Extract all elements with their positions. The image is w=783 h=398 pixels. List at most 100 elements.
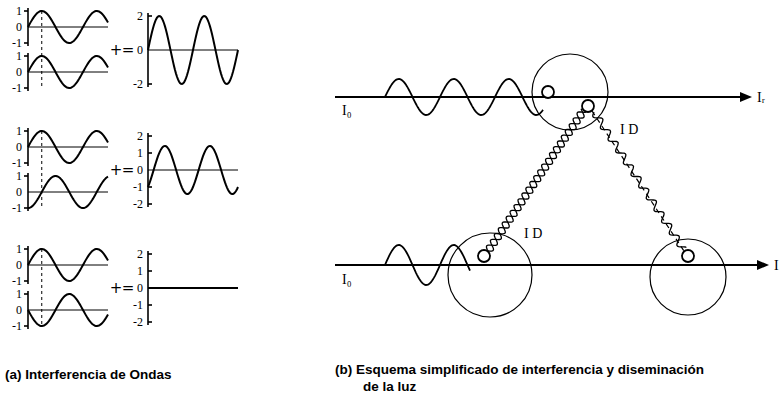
scatter-circle xyxy=(650,239,726,315)
zero-line xyxy=(28,265,108,266)
particle xyxy=(682,250,694,262)
tick-label: 1 xyxy=(137,264,143,279)
axis-tick xyxy=(148,304,152,306)
tick-label: 0 xyxy=(137,43,143,58)
scatter-circle xyxy=(532,54,608,130)
zero-line xyxy=(28,72,108,73)
tick-label: -1 xyxy=(12,36,22,51)
tick-label: 0 xyxy=(16,65,22,80)
tick-label: -1 xyxy=(12,319,22,334)
arrow-head xyxy=(757,260,769,270)
tick-label: 0 xyxy=(16,303,22,318)
tick-label: 0 xyxy=(137,281,143,296)
tick-label: 1 xyxy=(16,169,22,184)
tick-label: -2 xyxy=(133,315,143,330)
incident-wave xyxy=(385,79,543,115)
axis-tick xyxy=(24,87,28,89)
zero-line xyxy=(28,147,108,148)
axis-tick xyxy=(24,175,28,177)
axis-tick xyxy=(24,293,28,295)
scattered-wave xyxy=(593,112,687,248)
intensity-label: I₀ xyxy=(340,272,354,288)
axis-tick xyxy=(24,162,28,164)
zero-line xyxy=(28,310,108,311)
plus-sign: + xyxy=(110,279,123,297)
axis-tick xyxy=(24,325,28,327)
wave-plots xyxy=(24,8,238,329)
tick-label: -2 xyxy=(133,197,143,212)
tick-label: -1 xyxy=(12,201,22,216)
tick-label: 1 xyxy=(16,124,22,139)
tick-label: 1 xyxy=(16,287,22,302)
axis-tick xyxy=(148,253,152,255)
zero-line xyxy=(148,288,238,289)
particle xyxy=(542,86,554,98)
intensity-label: I xyxy=(772,258,781,274)
wave-curve xyxy=(28,131,108,163)
wave-curve xyxy=(28,249,108,281)
axis-tick xyxy=(24,55,28,57)
sum-wave xyxy=(148,146,238,194)
tick-label: 2 xyxy=(137,129,143,144)
plus-sign: + xyxy=(110,161,123,179)
beam-axis xyxy=(335,96,745,98)
axis-tick xyxy=(24,42,28,44)
tick-label: 0 xyxy=(16,258,22,273)
caption: (a) Interferencia de Ondas xyxy=(5,366,172,384)
incident-wave xyxy=(385,245,470,285)
scattering-sketch xyxy=(335,54,769,317)
intensity-label: I₀ xyxy=(340,103,354,119)
caption: (b) Esquema simplificado de interferenci… xyxy=(335,361,708,396)
tick-label: 1 xyxy=(137,146,143,161)
wave-curve xyxy=(28,294,108,326)
tick-label: -1 xyxy=(133,180,143,195)
tick-label: 2 xyxy=(137,247,143,262)
sum-wave xyxy=(148,16,238,84)
axis-tick xyxy=(24,248,28,250)
wave-curve xyxy=(28,56,108,88)
particle xyxy=(478,250,490,262)
tick-label: -1 xyxy=(133,298,143,313)
scattered-wave xyxy=(488,112,586,251)
beam-axis xyxy=(335,264,762,266)
equals-sign: = xyxy=(122,41,135,59)
zero-line xyxy=(28,27,108,28)
axis-tick xyxy=(148,270,152,272)
intensity-label: I D xyxy=(618,122,640,138)
phase-marker xyxy=(41,11,42,88)
tick-label: -1 xyxy=(12,156,22,171)
axis-tick xyxy=(148,135,152,137)
axis-tick xyxy=(148,321,152,323)
tick-label: 1 xyxy=(16,242,22,257)
equals-sign: = xyxy=(122,279,135,297)
axis-tick xyxy=(24,280,28,282)
phase-marker xyxy=(41,131,42,208)
intensity-label: I D xyxy=(522,226,544,242)
zero-line xyxy=(148,170,238,171)
scattered-wave xyxy=(487,109,585,251)
axis-tick xyxy=(24,207,28,209)
phase-marker xyxy=(41,249,42,326)
tick-label: 2 xyxy=(137,9,143,24)
equals-sign: = xyxy=(122,161,135,179)
axis-tick xyxy=(148,83,152,85)
tick-label: 0 xyxy=(16,140,22,155)
tick-label: 0 xyxy=(16,185,22,200)
axis-tick xyxy=(148,152,152,154)
wave-curve xyxy=(28,11,108,43)
tick-label: -2 xyxy=(133,77,143,92)
axis-tick xyxy=(148,15,152,17)
arrow-head xyxy=(740,92,752,102)
tick-label: -1 xyxy=(12,274,22,289)
axis-tick xyxy=(148,203,152,205)
tick-label: 1 xyxy=(16,4,22,19)
intensity-label: Iᵣ xyxy=(755,90,767,106)
sum-wave xyxy=(148,287,238,289)
tick-label: 1 xyxy=(16,49,22,64)
tick-label: 0 xyxy=(137,163,143,178)
tick-label: 0 xyxy=(16,20,22,35)
plus-sign: + xyxy=(110,41,123,59)
axis-tick xyxy=(24,130,28,132)
wave-curve xyxy=(28,176,108,208)
